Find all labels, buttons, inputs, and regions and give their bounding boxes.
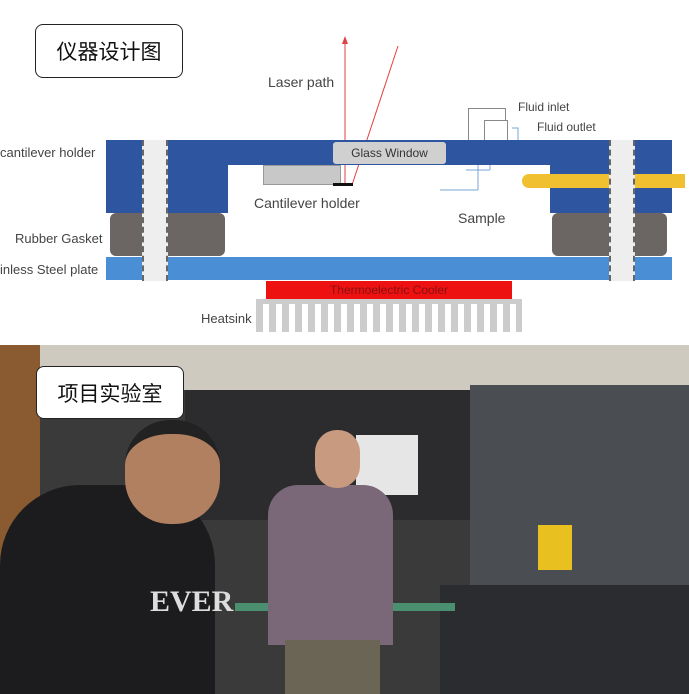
steel-plate [106, 257, 672, 280]
shirt-text: EVER [150, 585, 234, 618]
photo-title: 项目实验室 [36, 366, 184, 419]
person-right [268, 485, 393, 645]
heatsink [256, 299, 522, 332]
fluid-outlet-label: Fluid outlet [537, 120, 596, 134]
sample-label: Sample [458, 210, 506, 226]
steel-plate-label: inless Steel plate [0, 262, 99, 277]
fluid-inlet-label: Fluid inlet [518, 100, 570, 114]
cantilever-holder-label: Cantilever holder [254, 195, 360, 211]
person-right-head [315, 430, 360, 488]
left-bolt [142, 140, 168, 281]
heatsink-label: Heatsink [201, 311, 252, 326]
thermoelectric-cooler: Thermoelectric Cooler [266, 281, 512, 299]
glass-window: Glass Window [333, 142, 446, 164]
yellow-rod [522, 174, 685, 188]
person-right-legs [285, 640, 380, 694]
person-left-head [125, 420, 220, 524]
diagram-title: 仪器设计图 [35, 24, 183, 78]
instrument-diagram: 仪器设计图 Laser path Fluid inlet Fluid outle… [0, 0, 689, 345]
lab-photo: EVER 项目实验室 [0, 345, 689, 694]
yellow-container [538, 525, 572, 570]
lab-bench [440, 585, 689, 694]
tec-label: Thermoelectric Cooler [329, 283, 449, 297]
rubber-gasket-label: Rubber Gasket [15, 231, 103, 246]
cantilever [333, 183, 353, 186]
right-bolt [609, 140, 635, 281]
glass-window-label: Glass Window [351, 146, 428, 160]
right-equipment [470, 385, 689, 585]
cantilever-holder-block [263, 165, 341, 185]
laser-path-label: Laser path [268, 74, 335, 90]
cantilever-holder-top-label: cantilever holder [0, 145, 96, 160]
